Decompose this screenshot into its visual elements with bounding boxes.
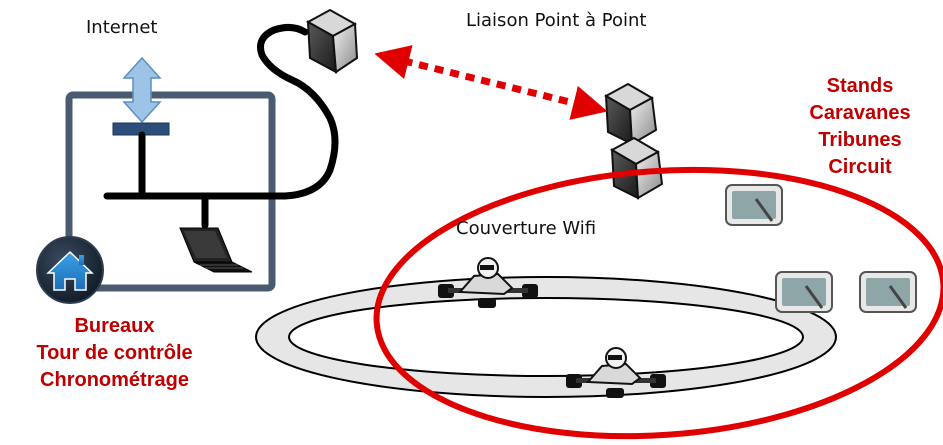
- office-frame: [65, 91, 276, 292]
- antenna-icon: [603, 82, 658, 146]
- venue-line: Tribunes: [818, 129, 902, 151]
- track-ring: [254, 276, 838, 398]
- venue-line: Caravanes: [809, 102, 911, 124]
- venue-line: Stands: [826, 75, 894, 97]
- wifi-coverage-ellipse: [373, 166, 943, 440]
- offices-label: Bureaux Tour de contrôle Chronométrage: [12, 313, 217, 394]
- point-to-point-link-arrow: [374, 45, 608, 120]
- home-icon: [36, 236, 104, 304]
- tablet-icon: [775, 271, 833, 313]
- tablet-icon: [725, 184, 783, 226]
- antenna-icon: [305, 8, 359, 74]
- lan-cable: [103, 23, 339, 229]
- offices-line: Tour de contrôle: [36, 342, 193, 364]
- offices-line: Bureaux: [74, 315, 155, 337]
- antenna-icon: [609, 136, 664, 200]
- point-to-point-link-label: Liaison Point à Point: [466, 10, 647, 31]
- venue-label: Stands Caravanes Tribunes Circuit: [778, 73, 942, 181]
- tablet-icon: [859, 271, 917, 313]
- wifi-coverage-label: Couverture Wifi: [456, 218, 597, 239]
- kart-icon: [438, 257, 538, 308]
- venue-line: Circuit: [828, 156, 892, 178]
- kart-icon: [566, 347, 666, 398]
- laptop-icon: [179, 227, 253, 273]
- offices-line: Chronométrage: [40, 369, 189, 391]
- internet-updown-arrow-icon: [122, 56, 162, 124]
- internet-label: Internet: [86, 17, 158, 38]
